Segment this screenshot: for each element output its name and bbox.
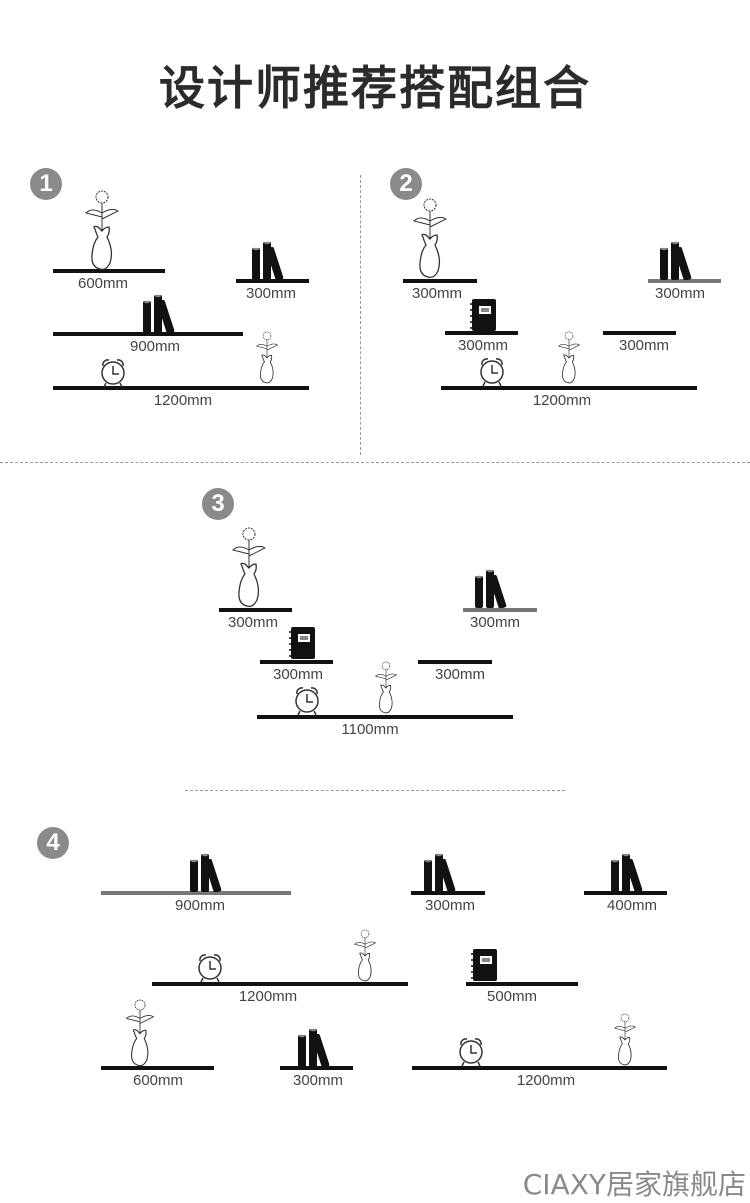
shelf-length-label: 300mm — [227, 614, 279, 631]
books-icon — [188, 852, 228, 892]
vase-icon — [229, 522, 269, 608]
shelf-length-label: 300mm — [434, 666, 486, 683]
shelf — [280, 1066, 353, 1070]
divider-horizontal-short — [185, 790, 565, 791]
shelf — [603, 331, 676, 335]
vase-icon — [254, 326, 280, 386]
shelf-length-label: 1200mm — [238, 988, 298, 1005]
vase-icon — [122, 995, 158, 1067]
shelf — [219, 608, 292, 612]
notebook-icon — [287, 626, 317, 660]
books-icon — [296, 1027, 336, 1067]
shelf-length-label: 300mm — [469, 614, 521, 631]
shelf — [648, 279, 721, 283]
clock-icon — [456, 1035, 486, 1067]
shelf — [463, 608, 537, 612]
shelf-length-label: 600mm — [132, 1072, 184, 1089]
clock-icon — [98, 356, 128, 388]
shelf — [445, 331, 518, 335]
shelf — [257, 715, 513, 719]
shelf-length-label: 1200mm — [153, 392, 213, 409]
vase-icon — [352, 924, 378, 984]
shelf — [411, 891, 485, 895]
shelf-length-label: 400mm — [606, 897, 658, 914]
clock-icon — [292, 684, 322, 716]
shelf — [584, 891, 667, 895]
books-icon — [250, 240, 290, 280]
combination-number-badge: 4 — [37, 827, 69, 859]
shelf-length-label: 300mm — [292, 1072, 344, 1089]
shelf — [53, 386, 309, 390]
books-icon — [141, 293, 181, 333]
shelf — [236, 279, 309, 283]
shelf-length-label: 300mm — [245, 285, 297, 302]
vase-icon — [612, 1008, 638, 1068]
brand-footer: CIAXY居家旗舰店 — [522, 1168, 746, 1201]
clock-icon — [195, 951, 225, 983]
shelf-length-label: 300mm — [424, 897, 476, 914]
shelf — [101, 891, 291, 895]
shelf — [466, 982, 578, 986]
books-icon — [473, 568, 513, 608]
divider-vertical — [360, 175, 361, 455]
vase-icon — [82, 185, 122, 271]
shelf-length-label: 900mm — [129, 338, 181, 355]
notebook-icon — [468, 298, 498, 332]
shelf — [53, 332, 243, 336]
shelf-length-label: 1200mm — [516, 1072, 576, 1089]
shelf — [260, 660, 333, 664]
books-icon — [609, 852, 649, 892]
shelf-length-label: 1100mm — [341, 721, 399, 738]
notebook-icon — [469, 948, 499, 982]
vase-icon — [410, 193, 450, 279]
shelf-length-label: 300mm — [272, 666, 324, 683]
shelf-length-label: 600mm — [77, 275, 129, 292]
vase-icon — [556, 326, 582, 386]
shelf — [53, 269, 165, 273]
shelf-length-label: 300mm — [457, 337, 509, 354]
shelf — [403, 279, 477, 283]
shelf-length-label: 1200mm — [532, 392, 592, 409]
combination-number-badge: 2 — [390, 168, 422, 200]
shelf — [152, 982, 408, 986]
shelf-length-label: 300mm — [618, 337, 670, 354]
page-title: 设计师推荐搭配组合 — [159, 61, 591, 115]
shelf — [412, 1066, 667, 1070]
vase-icon — [373, 656, 399, 716]
shelf-length-label: 300mm — [411, 285, 463, 302]
shelf-length-label: 500mm — [486, 988, 538, 1005]
shelf-length-label: 900mm — [174, 897, 226, 914]
books-icon — [422, 852, 462, 892]
shelf-length-label: 300mm — [654, 285, 706, 302]
books-icon — [658, 240, 698, 280]
shelf — [418, 660, 492, 664]
shelf — [441, 386, 697, 390]
shelf — [101, 1066, 214, 1070]
clock-icon — [477, 355, 507, 387]
combination-number-badge: 1 — [30, 168, 62, 200]
divider-horizontal — [0, 462, 750, 463]
combination-number-badge: 3 — [202, 488, 234, 520]
